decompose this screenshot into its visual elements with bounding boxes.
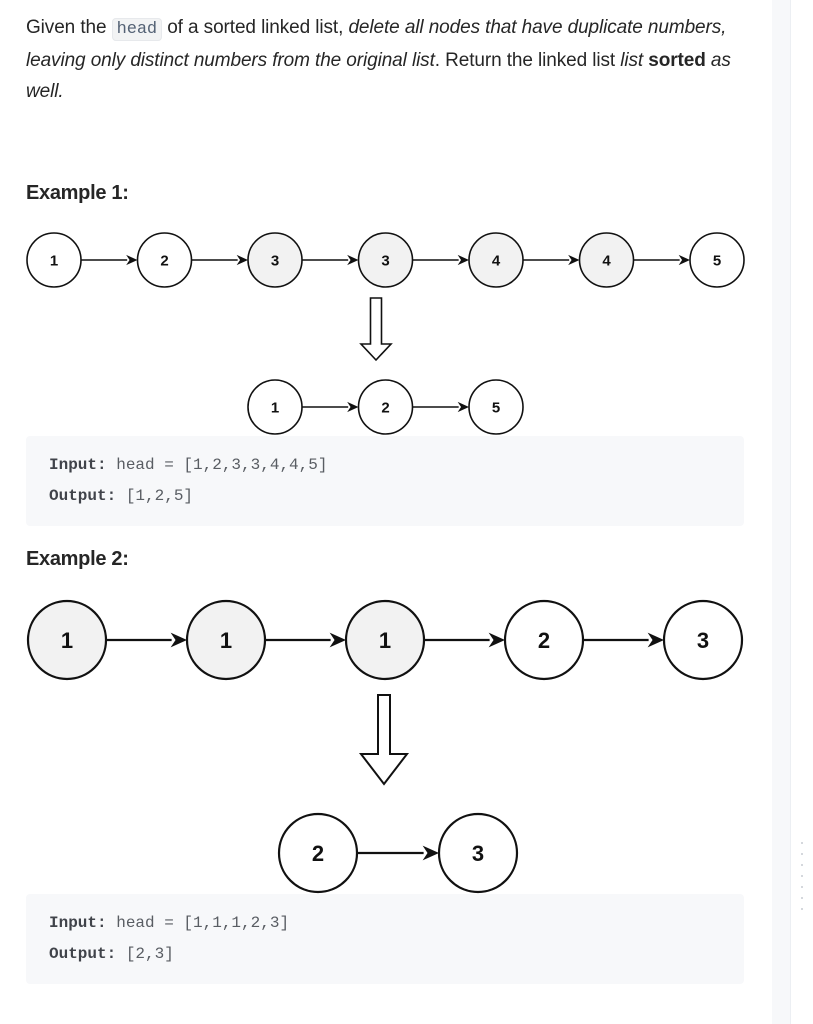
- example-2-input-list-arrow-icon: [488, 632, 505, 648]
- example-1-input-list-node: [26, 232, 82, 288]
- example-2-output-list-node: [437, 812, 519, 894]
- example-1-input-list-node-label: 4: [602, 252, 611, 269]
- statement-italic-text: as well.: [26, 50, 731, 102]
- example-2-input-list-arrow-icon: [647, 632, 664, 648]
- output-value: [1,2,5]: [116, 487, 194, 505]
- example-2-output-line: Output: [2,3]: [49, 945, 174, 963]
- output-label: Output:: [49, 945, 117, 963]
- example-2-input-list-node-label: 1: [220, 628, 232, 653]
- statement-text: Given the: [26, 17, 112, 38]
- example-1-input-list-node-label: 5: [713, 252, 721, 269]
- input-label: Input:: [49, 914, 107, 932]
- input-value: head = [1,1,1,2,3]: [106, 914, 290, 932]
- example-2-linked-list-figure: 1 1 1 2 3 2 3: [26, 599, 744, 894]
- statement-text: . Return the linked list: [434, 50, 621, 71]
- input-label: Input:: [49, 456, 107, 474]
- panel-divider[interactable]: [772, 0, 791, 1024]
- example-1-output-line: Output: [1,2,5]: [49, 487, 193, 505]
- example-1-input-list-node-label: 2: [160, 252, 168, 269]
- example-1-output-list-node-label: 2: [381, 399, 389, 416]
- example-1-input-list-node: [468, 232, 524, 288]
- example-2-output-list-node-label: 2: [312, 841, 324, 866]
- example-1-input-list-arrow-icon: [678, 254, 690, 266]
- example-2-input-list-node: [26, 599, 108, 681]
- example-2-input-list-arrow-icon: [170, 632, 187, 648]
- inline-code-head: head: [111, 18, 163, 41]
- example-1-linked-list-figure: 1 2 3 3 4 4 5 1 2 5: [26, 232, 745, 435]
- example-2-input-list-node-label: 3: [697, 628, 709, 653]
- statement-italic-text: list: [620, 50, 644, 71]
- example-1-output-list-node: [247, 379, 303, 435]
- statement-text: of a sorted linked list,: [162, 17, 349, 38]
- down-arrow-icon: [358, 694, 410, 786]
- example-1-input-list-node: [578, 232, 635, 288]
- example-2-input-list-node-label: 2: [538, 628, 550, 653]
- example-2-heading: Example 2:: [26, 548, 129, 570]
- example-1-heading: Example 1:: [26, 182, 129, 204]
- example-2-input-list-node: [662, 599, 744, 681]
- example-1-input-list-arrow-icon: [457, 254, 469, 266]
- example-2-input-list-node-label: 1: [379, 628, 391, 653]
- statement-bold-text: sorted: [648, 50, 706, 71]
- problem-statement: Given the head of a sorted linked list, …: [26, 12, 746, 107]
- example-1-input-list-arrow-icon: [236, 254, 248, 266]
- example-1-output-list-arrow-icon: [347, 401, 359, 413]
- example-2-input-list-arrow-icon: [329, 632, 346, 648]
- output-label: Output:: [49, 487, 117, 505]
- example-1-code-block: Input: head = [1,2,3,3,4,4,5] Output: [1…: [26, 436, 744, 526]
- example-2-input-list-node-label: 1: [61, 628, 73, 653]
- example-1-input-list-node-label: 4: [492, 252, 501, 269]
- input-value: head = [1,2,3,3,4,4,5]: [106, 456, 328, 474]
- example-2-output-list-node-label: 3: [472, 841, 484, 866]
- example-2-input-line: Input: head = [1,1,1,2,3]: [49, 914, 289, 932]
- example-1-input-list-node-label: 1: [50, 252, 58, 269]
- example-1-output-list-node-label: 5: [492, 399, 500, 416]
- drag-handle-icon[interactable]: [800, 842, 804, 910]
- example-1-input-list-arrow-icon: [568, 254, 580, 266]
- example-1-output-list-node: [357, 379, 414, 435]
- example-2-input-list-node: [344, 599, 426, 681]
- example-1-input-list-node-label: 3: [271, 252, 279, 269]
- scrollbar[interactable]: [791, 0, 813, 1024]
- example-2-output-list-arrow-icon: [422, 845, 439, 861]
- statement-italic-text: delete all nodes that have duplicate num…: [26, 17, 727, 71]
- example-2-input-list-node: [185, 599, 267, 681]
- example-1-input-list-node: [247, 232, 303, 288]
- example-1-input-list-arrow-icon: [347, 254, 359, 266]
- example-2-input-list-node: [503, 599, 585, 681]
- example-1-input-list-node-label: 3: [381, 252, 389, 269]
- example-1-output-list-node-label: 1: [271, 399, 279, 416]
- example-2-code-block: Input: head = [1,1,1,2,3] Output: [2,3]: [26, 894, 744, 984]
- example-1-input-list-arrow-icon: [126, 254, 138, 266]
- example-2-output-list-node: [277, 812, 359, 894]
- down-arrow-icon: [359, 297, 393, 362]
- example-1-input-list-node: [136, 232, 193, 288]
- output-value: [2,3]: [116, 945, 174, 963]
- example-1-output-list-node: [468, 379, 524, 435]
- example-1-output-list-arrow-icon: [457, 401, 469, 413]
- example-1-input-list-node: [689, 232, 745, 288]
- example-1-input-list-node: [357, 232, 414, 288]
- example-1-input-line: Input: head = [1,2,3,3,4,4,5]: [49, 456, 327, 474]
- problem-description-panel: Given the head of a sorted linked list, …: [26, 12, 746, 984]
